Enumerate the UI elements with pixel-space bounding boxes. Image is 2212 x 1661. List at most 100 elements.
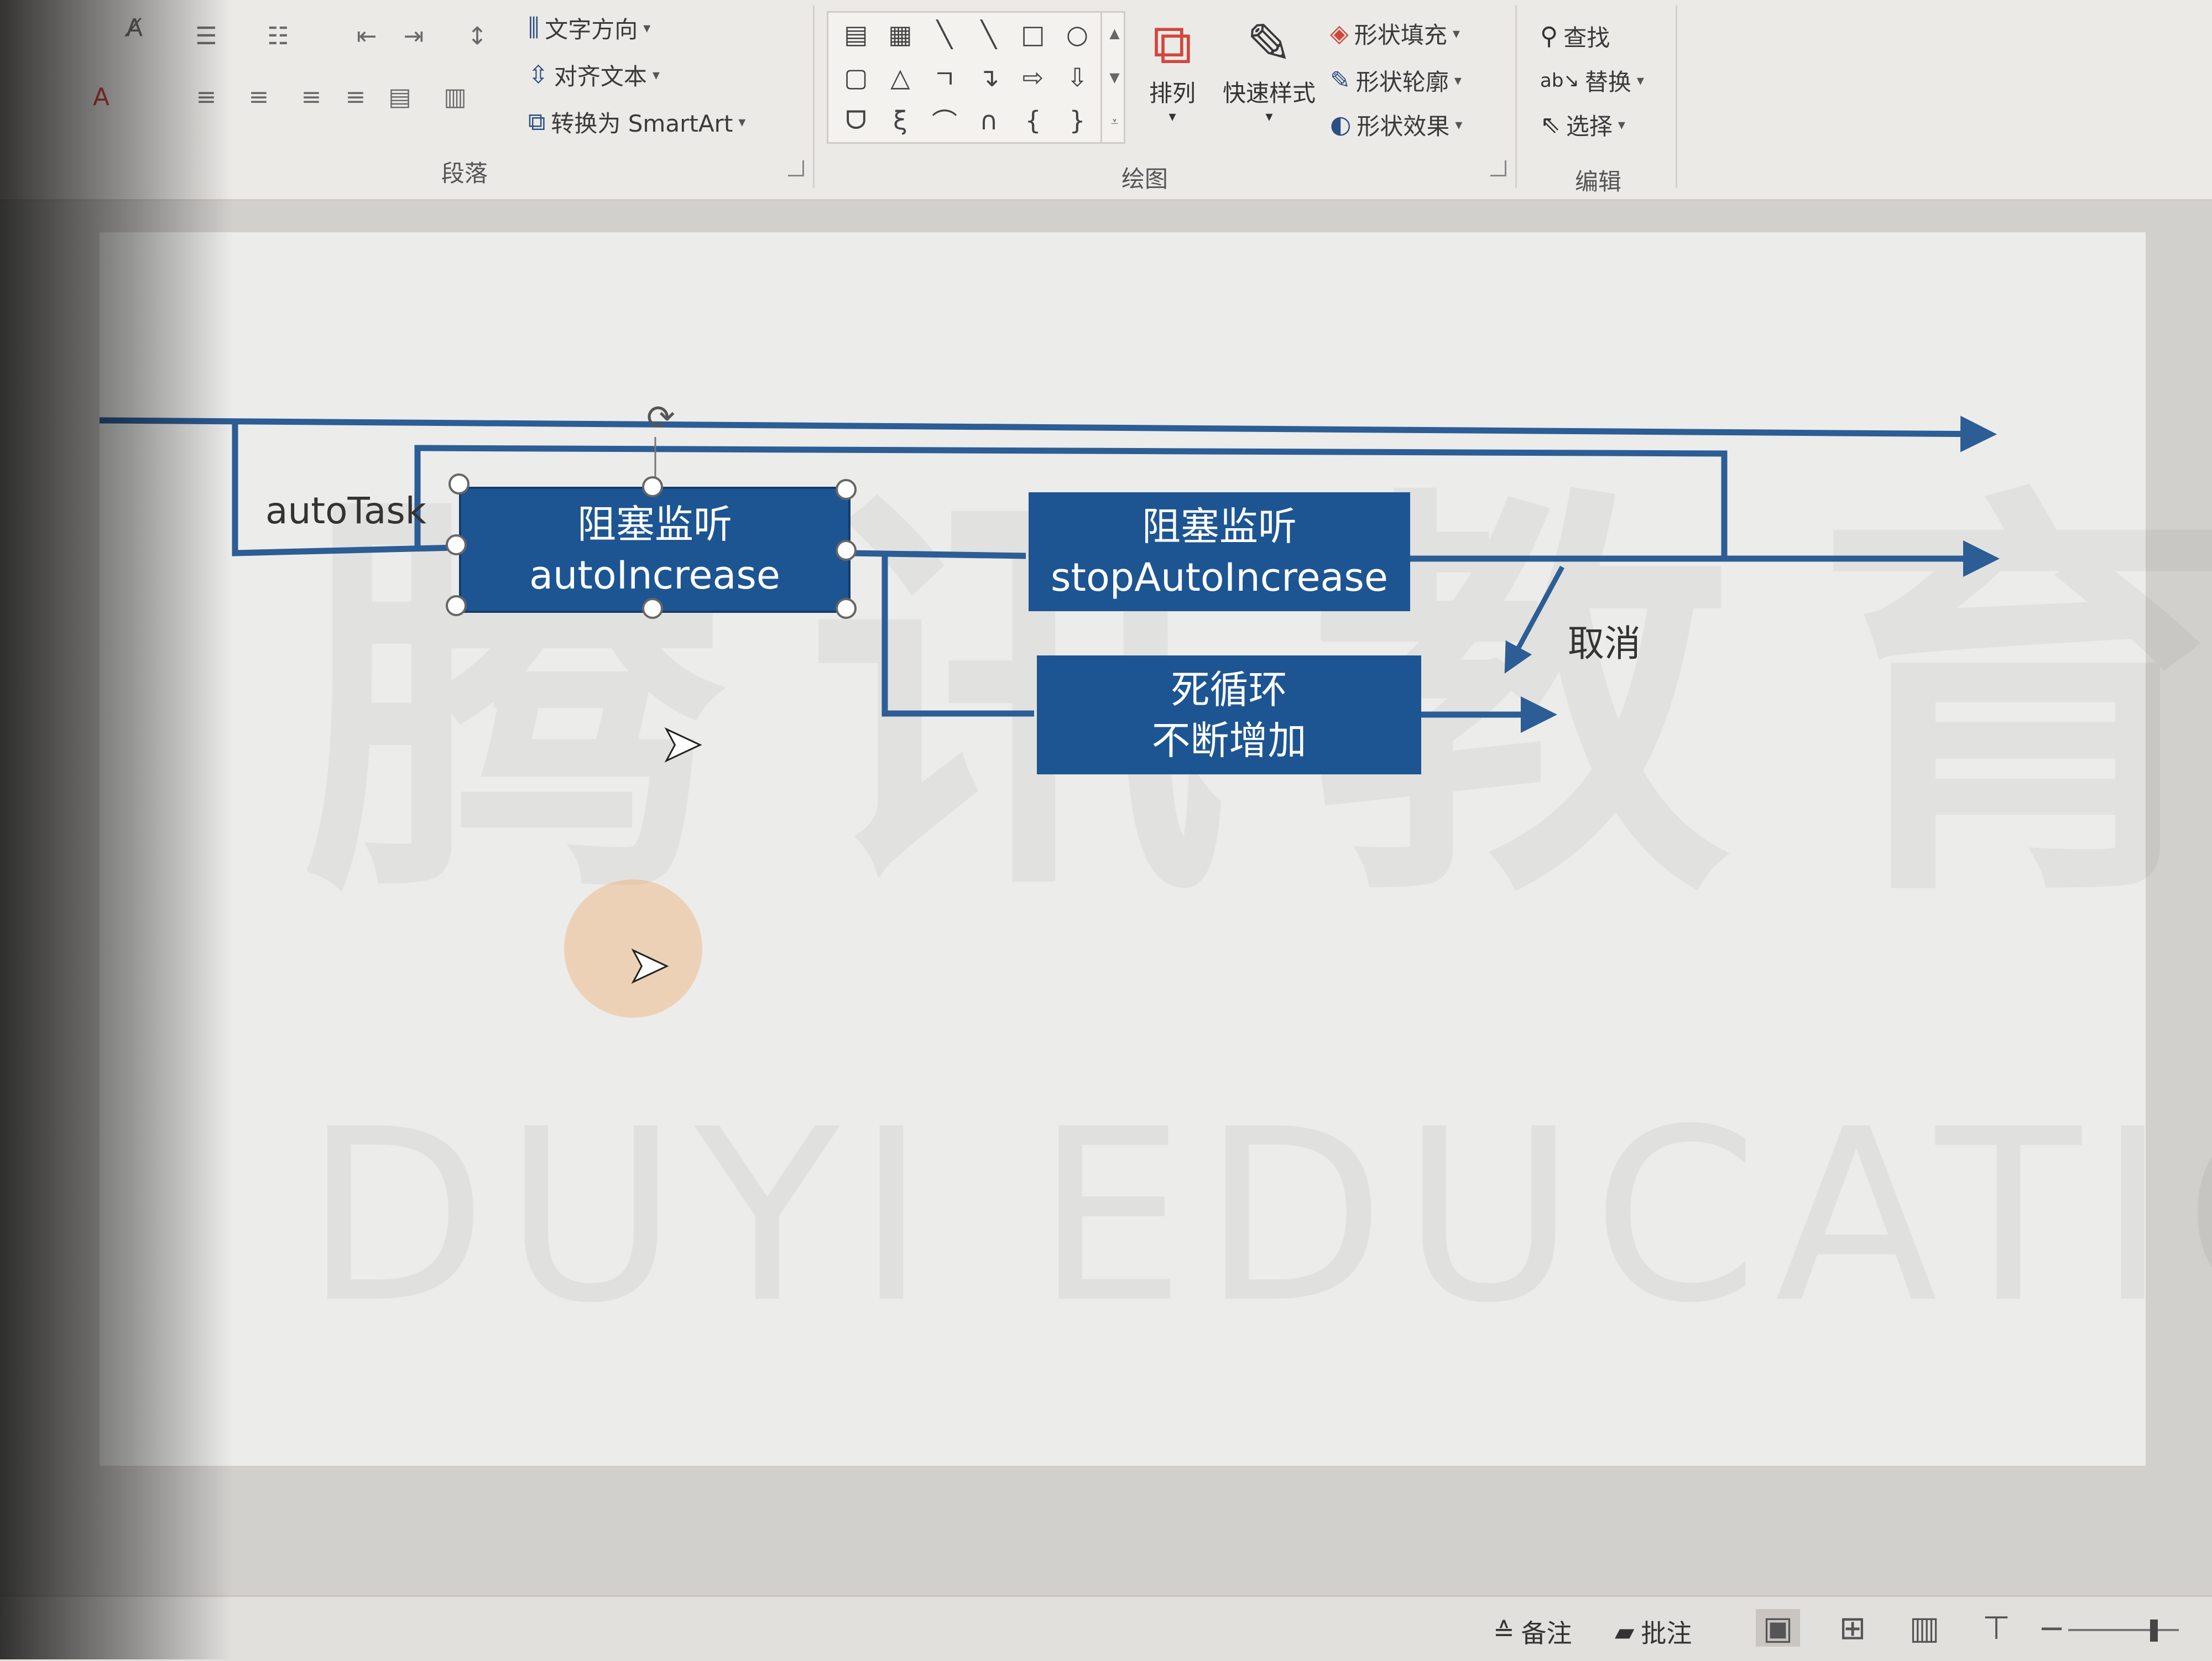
align-right-icon[interactable]: ≡ (301, 83, 322, 111)
decrease-indent-icon[interactable]: ⇤ (356, 22, 377, 50)
numbering-icon[interactable]: ☷ (267, 22, 289, 50)
arrange-button[interactable]: ⧉ 排列 ▾ (1139, 12, 1206, 126)
replace-button[interactable]: ab↘ 替换 ▾ (1540, 69, 1644, 96)
shape-item[interactable]: ⇨ (1022, 63, 1044, 92)
pen-icon: ✎ (1330, 66, 1350, 95)
text-direction-button[interactable]: ⫼ 文字方向 ▾ (528, 14, 651, 43)
shape-item[interactable]: ○ (1066, 19, 1089, 49)
rotate-handle-icon[interactable]: ⟳ (646, 397, 675, 438)
group-divider (1676, 6, 1677, 188)
increase-indent-icon[interactable]: ⇥ (403, 22, 424, 50)
scroll-down-icon[interactable]: ▼ (1109, 70, 1120, 85)
justify-icon[interactable]: ≡ (345, 83, 366, 111)
drawing-dialog-launcher[interactable] (1490, 160, 1506, 176)
comment-icon: ▰ (1615, 1617, 1635, 1647)
zoom-slider-thumb[interactable] (2150, 1620, 2158, 1642)
shape-item[interactable]: ▢ (844, 63, 868, 92)
resize-handle[interactable] (446, 534, 467, 555)
gallery-scroll[interactable]: ▲ ▼ ⩡ (1100, 11, 1127, 144)
shape-item[interactable]: ▦ (888, 19, 912, 49)
quick-styles-button[interactable]: ✎ 快速样式 ▾ (1211, 12, 1327, 126)
chevron-down-icon: ▾ (1618, 116, 1625, 133)
chevron-down-icon: ▾ (1265, 108, 1273, 125)
align-text-icon: ⇳ (528, 61, 549, 89)
resize-handle[interactable] (642, 598, 663, 619)
zoom-out-icon[interactable]: − (2038, 1609, 2065, 1647)
slideshow-icon[interactable]: ⊤ (1982, 1609, 2011, 1647)
search-icon: ⚲ (1540, 22, 1558, 50)
branch-to-loop-line (881, 556, 1034, 717)
line-spacing-icon[interactable]: ↕ (467, 22, 488, 50)
shape-effects-button[interactable]: ◐ 形状效果 ▾ (1330, 111, 1463, 140)
mouse-cursor-icon: ➤ (627, 936, 670, 994)
shape-item[interactable]: ⇩ (1066, 63, 1088, 92)
cursor-highlight (564, 879, 702, 1018)
resize-handle[interactable] (836, 479, 857, 500)
shape-item[interactable]: ↴ (978, 63, 1000, 92)
shape-item[interactable]: } (1069, 106, 1086, 136)
paragraph-group-label: 段落 (441, 160, 488, 187)
shapes-gallery[interactable]: ▤ ▦ ╲ ╲ □ ○ ▢ △ ㄱ ↴ ⇨ ⇩ ᗜ ξ ⌒ ∩ { } (827, 11, 1125, 144)
loop-back-line (414, 445, 1728, 559)
chevron-down-icon: ▾ (1452, 25, 1460, 42)
shape-item[interactable]: □ (1021, 19, 1045, 49)
notes-icon: ≙ (1493, 1617, 1515, 1647)
effects-icon: ◐ (1330, 111, 1352, 139)
convert-smartart-button[interactable]: ⧉ 转换为 SmartArt ▾ (528, 108, 746, 137)
shape-item[interactable]: ╲ (981, 19, 997, 49)
shape-item[interactable]: ∩ (979, 106, 998, 136)
shape-item[interactable]: ╲ (937, 19, 952, 49)
pointer-icon: ⇖ (1540, 111, 1561, 139)
text-direction-icon: ⫼ (528, 14, 540, 42)
shape-item[interactable]: △ (890, 63, 910, 92)
shape-item[interactable]: ⌒ (932, 107, 957, 137)
arrange-icon: ⧉ (1152, 12, 1192, 76)
shape-outline-button[interactable]: ✎ 形状轮廓 ▾ (1330, 66, 1462, 96)
watermark-english: DUYI EDUCATION (304, 1079, 2212, 1355)
paragraph-dialog-launcher[interactable] (788, 160, 804, 176)
notes-button[interactable]: ≙ 备注 (1493, 1617, 1572, 1648)
resize-handle[interactable] (448, 473, 469, 494)
select-button[interactable]: ⇖ 选择 ▾ (1540, 111, 1625, 140)
shape-item[interactable]: { (1025, 106, 1041, 136)
scroll-up-icon[interactable]: ▲ (1109, 25, 1120, 41)
chevron-down-icon: ▾ (1636, 72, 1644, 89)
resize-handle[interactable] (836, 598, 857, 619)
zoom-slider[interactable] (2068, 1629, 2179, 1631)
auto-increase-box[interactable]: 阻塞监听 autoIncrease (459, 487, 851, 613)
align-center-icon[interactable]: ≡ (248, 83, 269, 111)
find-button[interactable]: ⚲ 查找 (1540, 22, 1610, 51)
chevron-down-icon: ▾ (1455, 116, 1463, 133)
infinite-loop-box[interactable]: 死循环 不断增加 (1037, 655, 1421, 774)
cancel-arrow (1504, 565, 1564, 674)
columns-icon[interactable]: ▥ (444, 83, 467, 111)
align-text-button[interactable]: ⇳ 对齐文本 ▾ (528, 61, 660, 90)
shape-item[interactable]: ξ (893, 106, 907, 136)
normal-view-icon[interactable]: ▣ (1756, 1609, 1800, 1647)
reading-view-icon[interactable]: ▥ (1909, 1609, 1940, 1647)
chevron-down-icon: ▾ (652, 66, 660, 84)
resize-handle[interactable] (836, 540, 857, 561)
autotask-label: autoTask (265, 490, 426, 532)
distributed-icon[interactable]: ▤ (388, 83, 411, 111)
chevron-down-icon: ▾ (643, 19, 651, 37)
resize-handle[interactable] (642, 476, 663, 497)
shape-item[interactable]: ▤ (844, 19, 868, 49)
slide-sorter-icon[interactable]: ⊞ (1839, 1609, 1866, 1647)
group-divider (813, 6, 815, 188)
chevron-down-icon: ▾ (1454, 72, 1462, 89)
main-timeline-arrow (99, 415, 1997, 452)
cancel-label: 取消 (1568, 622, 1641, 665)
quick-styles-icon: ✎ (1246, 12, 1292, 76)
autotask-branch-line (232, 420, 457, 556)
resize-handle[interactable] (446, 595, 467, 616)
shape-item[interactable]: ᗜ (845, 105, 867, 135)
shape-item[interactable]: ㄱ (932, 64, 957, 94)
paint-bucket-icon: ◈ (1330, 19, 1349, 48)
chevron-down-icon: ▾ (738, 113, 746, 131)
shape-fill-button[interactable]: ◈ 形状填充 ▾ (1330, 19, 1460, 49)
comments-button[interactable]: ▰ 批注 (1615, 1617, 1692, 1648)
stop-auto-increase-box[interactable]: 阻塞监听 stopAutoIncrease (1029, 492, 1410, 611)
gallery-more-icon[interactable]: ⩡ (1110, 114, 1119, 129)
